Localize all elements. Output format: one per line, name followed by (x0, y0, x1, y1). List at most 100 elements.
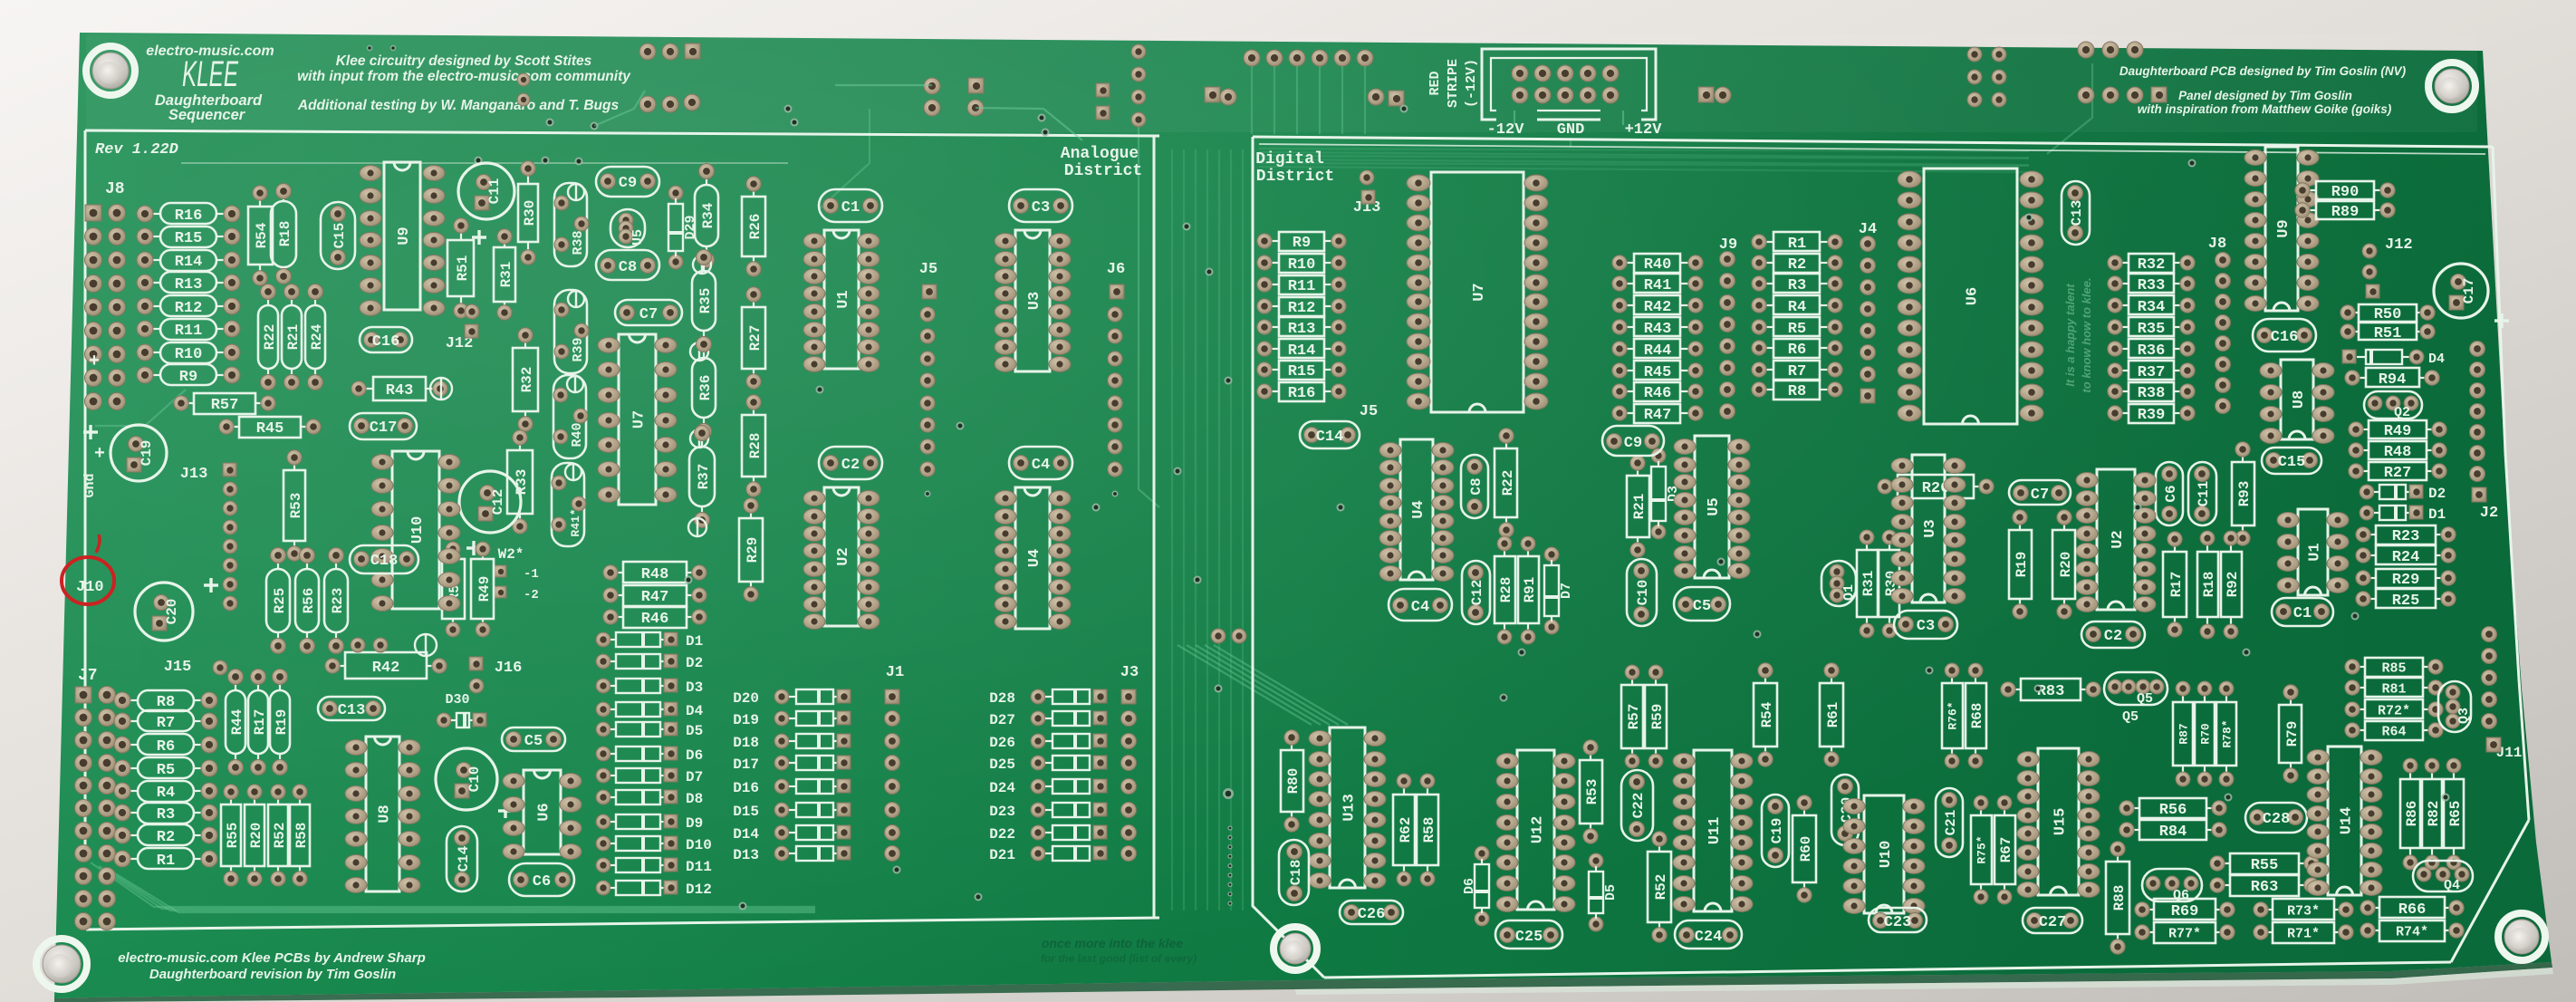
svg-text:D25: D25 (989, 756, 1015, 773)
svg-text:Q2: Q2 (2394, 405, 2410, 420)
svg-text:D1: D1 (686, 633, 703, 650)
svg-text:R14: R14 (1288, 342, 1316, 360)
svg-text:C6: C6 (533, 873, 551, 891)
svg-text:R41*: R41* (569, 508, 582, 536)
svg-text:D2: D2 (2428, 486, 2446, 502)
svg-text:It is a happy talent: It is a happy talent (2063, 284, 2077, 387)
svg-text:R81: R81 (2381, 681, 2406, 697)
svg-text:R47: R47 (641, 589, 669, 606)
svg-text:U8: U8 (2291, 390, 2308, 409)
svg-text:J13: J13 (180, 466, 208, 483)
svg-text:Q3: Q3 (2456, 708, 2472, 724)
svg-text:D18: D18 (733, 735, 759, 751)
svg-text:C25: C25 (1515, 929, 1543, 946)
svg-text:R35: R35 (2138, 321, 2166, 338)
svg-text:C13: C13 (2069, 200, 2085, 226)
svg-text:J12: J12 (2385, 236, 2413, 254)
svg-text:R90: R90 (2331, 184, 2360, 201)
svg-text:R42: R42 (1644, 299, 1672, 316)
svg-text:R45: R45 (1644, 364, 1672, 381)
svg-text:U9: U9 (2275, 219, 2292, 237)
svg-text:J5: J5 (919, 261, 937, 278)
svg-text:U2: U2 (2110, 530, 2127, 548)
svg-text:R27: R27 (2384, 465, 2412, 482)
svg-text:KLEE: KLEE (182, 54, 239, 94)
svg-text:J8: J8 (2208, 236, 2226, 253)
svg-text:U4: U4 (1410, 500, 1427, 518)
svg-text:C21: C21 (1943, 810, 1959, 836)
svg-text:D7: D7 (686, 769, 703, 785)
svg-text:R18: R18 (277, 221, 293, 247)
svg-text:R36: R36 (697, 375, 714, 401)
svg-text:U3: U3 (1922, 519, 1939, 537)
svg-text:R26: R26 (747, 214, 764, 240)
svg-text:R53: R53 (1584, 779, 1600, 805)
svg-text:R21: R21 (285, 324, 302, 351)
svg-text:to know how to klee.: to know how to klee. (2080, 277, 2093, 392)
svg-text:J12: J12 (446, 335, 474, 352)
svg-text:U11: U11 (1706, 817, 1724, 845)
svg-text:with input from the electro-mu: with input from the electro-music.com co… (297, 69, 631, 84)
svg-text:C4: C4 (1411, 599, 1429, 616)
svg-text:R46: R46 (641, 611, 669, 628)
svg-text:R4: R4 (1788, 299, 1806, 316)
svg-text:R75*: R75* (1975, 835, 1989, 863)
svg-text:R64: R64 (2381, 724, 2406, 739)
svg-text:R9: R9 (1293, 235, 1311, 252)
svg-text:Daughterboard: Daughterboard (155, 92, 263, 109)
svg-text:R55: R55 (225, 823, 241, 849)
svg-text:D5: D5 (1603, 884, 1619, 901)
svg-text:R25: R25 (2392, 593, 2420, 610)
svg-text:R41: R41 (1644, 277, 1672, 294)
svg-text:R34: R34 (700, 202, 716, 228)
svg-text:D15: D15 (733, 804, 759, 820)
svg-text:R15: R15 (175, 230, 203, 247)
svg-text:R60: R60 (1798, 836, 1814, 862)
svg-text:R16: R16 (175, 207, 203, 225)
svg-text:Klee circuitry designed by Sco: Klee circuitry designed by Scott Stites (336, 53, 592, 69)
svg-text:District: District (1256, 168, 1334, 186)
svg-text:R19: R19 (274, 709, 290, 736)
svg-text:R52: R52 (1653, 874, 1669, 901)
svg-text:R92: R92 (2225, 572, 2241, 598)
svg-text:C4: C4 (1032, 457, 1050, 474)
svg-text:U5: U5 (630, 229, 646, 246)
svg-text:C16: C16 (372, 333, 400, 351)
svg-text:R10: R10 (1288, 256, 1316, 274)
svg-text:D19: D19 (733, 712, 759, 728)
svg-text:R58: R58 (293, 823, 310, 849)
svg-text:R80: R80 (1285, 768, 1302, 795)
svg-text:GND: GND (1557, 121, 1585, 139)
svg-text:U2: U2 (835, 547, 852, 565)
svg-text:R38: R38 (571, 230, 586, 255)
svg-text:R14: R14 (175, 254, 203, 271)
svg-text:R7: R7 (1788, 363, 1806, 381)
svg-text:C9: C9 (619, 175, 637, 192)
svg-text:C1: C1 (2293, 605, 2312, 622)
svg-text:C20: C20 (164, 599, 180, 625)
svg-text:R19: R19 (2014, 552, 2030, 578)
svg-text:R43: R43 (386, 382, 414, 400)
svg-text:R86: R86 (2404, 801, 2420, 827)
svg-text:R71*: R71* (2287, 926, 2320, 941)
svg-text:R93: R93 (2236, 481, 2253, 507)
svg-text:D8: D8 (686, 791, 703, 807)
svg-text:R62: R62 (1398, 817, 1414, 843)
svg-text:R57: R57 (1626, 704, 1642, 730)
svg-text:+: + (94, 444, 105, 465)
svg-text:D7: D7 (1559, 583, 1574, 599)
svg-text:C8: C8 (1468, 477, 1485, 495)
svg-text:C14: C14 (1316, 429, 1344, 446)
svg-text:R27: R27 (747, 325, 764, 352)
svg-text:U3: U3 (1026, 292, 1043, 310)
svg-text:R52: R52 (272, 823, 288, 849)
svg-text:R54: R54 (1759, 701, 1775, 727)
svg-text:R74*: R74* (2396, 924, 2428, 939)
svg-text:R46: R46 (1644, 385, 1672, 402)
svg-text:C3: C3 (1032, 199, 1050, 217)
svg-text:R3: R3 (157, 806, 175, 824)
svg-text:C27: C27 (2039, 914, 2067, 931)
svg-text:electro-music.com Klee PCBs by: electro-music.com Klee PCBs by Andrew Sh… (118, 950, 426, 966)
svg-text:R13: R13 (1288, 321, 1316, 338)
svg-text:U6: U6 (1965, 287, 1982, 305)
